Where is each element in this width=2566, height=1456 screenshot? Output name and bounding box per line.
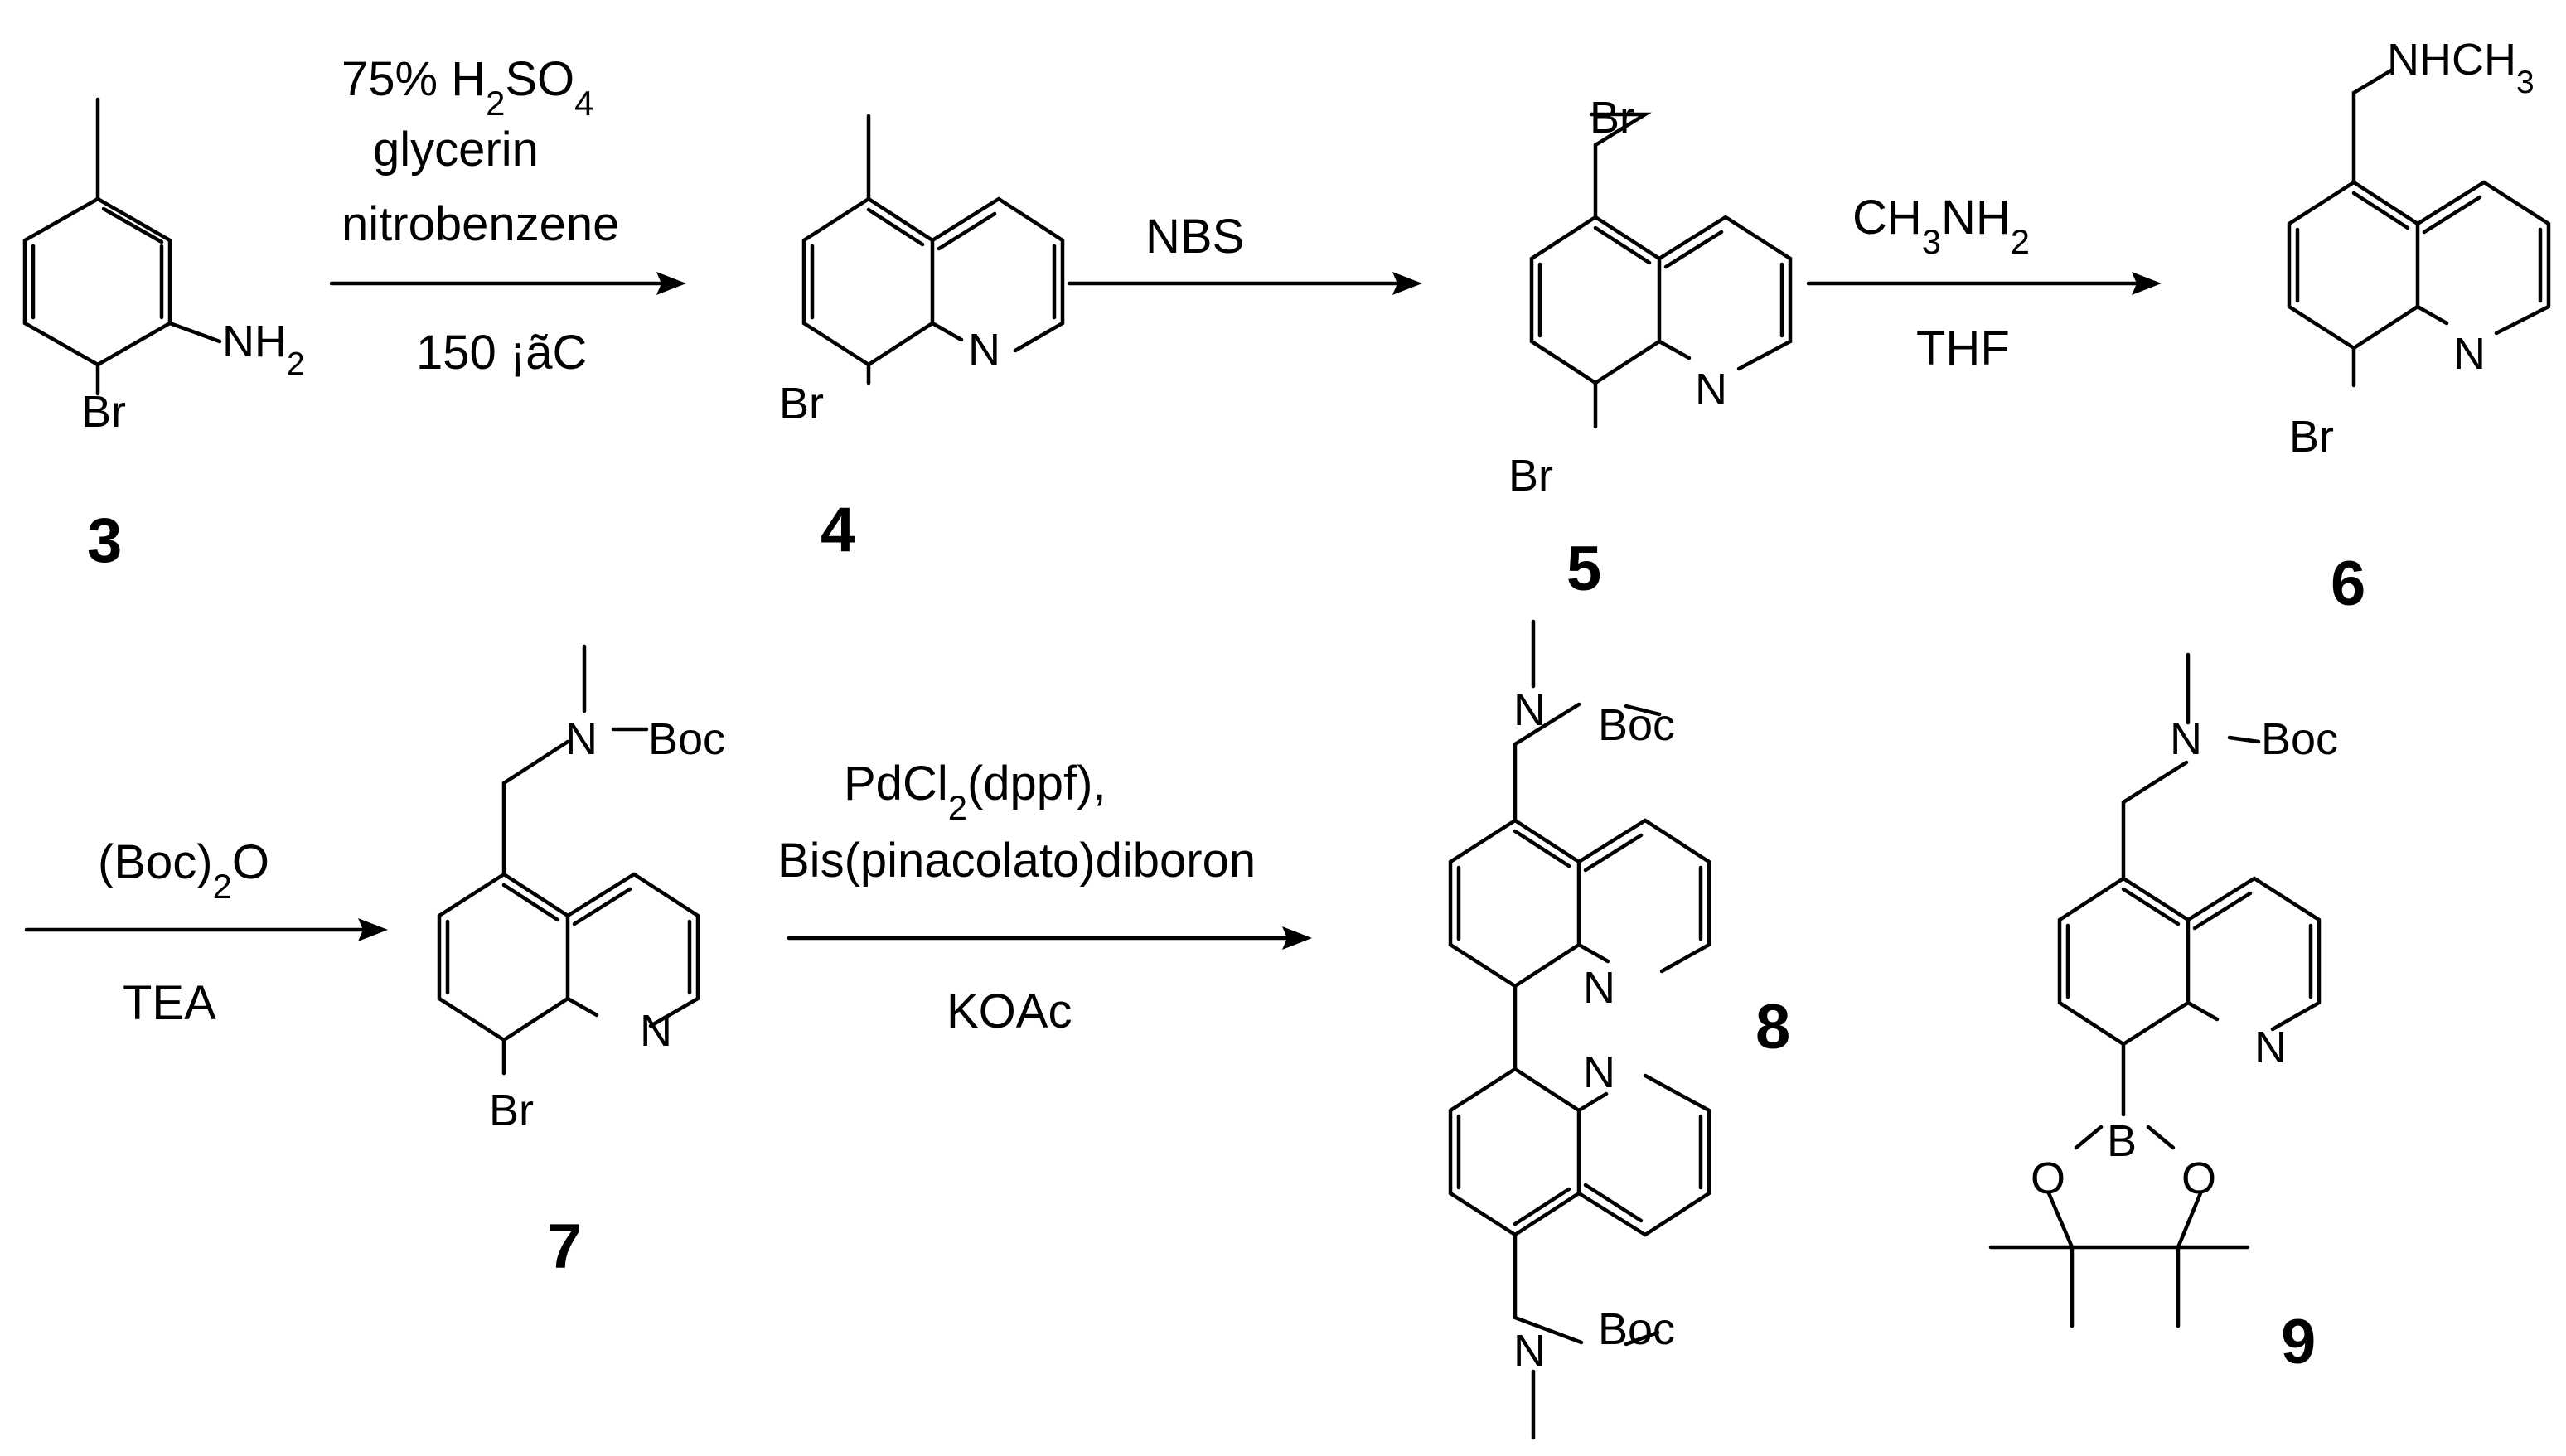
compound-label-3: 3 [87, 505, 122, 576]
reaction-4-condition-boc2o: (Boc)2O [98, 835, 269, 906]
compound-5-atom-n: N [1695, 365, 1727, 414]
compound-3-structure: NH2 Br [22, 97, 305, 437]
compound-4-atom-br: Br [779, 379, 824, 428]
compound-8-atom-n-amine-bottom: N [1513, 1326, 1546, 1376]
compound-3-atom-br: Br [81, 387, 126, 437]
reaction-arrow-7-8 [787, 926, 1312, 950]
compound-label-9: 9 [2281, 1307, 2316, 1377]
reaction-arrow-4-5 [1067, 272, 1422, 295]
compound-9-atom-o-right: O [2181, 1154, 2216, 1203]
reaction-1-condition-temperature: 150 ¡ãC [416, 326, 587, 380]
reaction-arrow-5-6 [1806, 272, 2162, 295]
compound-3-atom-nh2: NH2 [222, 317, 305, 382]
compound-7-atom-n-amine: N [565, 714, 598, 764]
compound-6-atom-nhch3: NHCH3 [2387, 35, 2535, 100]
compound-label-7: 7 [547, 1212, 582, 1282]
compound-4-atom-n: N [968, 325, 1000, 375]
compound-label-4: 4 [821, 495, 855, 565]
compound-4-structure: N Br [779, 114, 1065, 428]
reaction-4-condition-tea: TEA [123, 976, 216, 1030]
compound-7-atom-br: Br [489, 1086, 534, 1135]
compound-5-structure: Br N Br [1508, 93, 1793, 501]
reaction-3-condition-thf: THF [1916, 322, 2010, 375]
compound-8-atom-n-top-ring: N [1583, 963, 1615, 1013]
compound-9-atom-boc: Boc [2261, 714, 2338, 764]
reaction-3-condition-methylamine: CH3NH2 [1852, 191, 2030, 261]
compound-5-atom-br-top: Br [1590, 93, 1634, 143]
reaction-5-condition-catalyst: PdCl2(dppf), [844, 757, 1106, 827]
compound-6-atom-br: Br [2289, 412, 2334, 462]
compound-9-atom-o-left: O [2031, 1154, 2065, 1203]
compound-8-atom-n-bottom-ring: N [1583, 1047, 1615, 1097]
compound-8-atom-boc-top: Boc [1598, 700, 1675, 750]
compound-8-atom-n-amine-top: N [1513, 685, 1546, 735]
reaction-5-condition-base: KOAc [947, 984, 1072, 1038]
compound-label-5: 5 [1566, 534, 1601, 604]
compound-6-atom-n: N [2453, 329, 2486, 379]
compound-9-structure: N Boc N B O O [1988, 652, 2338, 1328]
compound-7-atom-n: N [640, 1006, 672, 1056]
compound-label-8: 8 [1755, 992, 1790, 1062]
compound-7-structure: N Boc N Br [437, 644, 725, 1135]
compound-6-structure: NHCH3 N Br [2287, 35, 2551, 462]
compound-9-atom-n-ring: N [2254, 1023, 2287, 1072]
reaction-arrow-3-4 [329, 272, 686, 295]
reaction-2-condition-nbs: NBS [1145, 210, 1244, 264]
reaction-1-condition-nitrobenzene: nitrobenzene [341, 197, 619, 251]
compound-9-atom-n-amine: N [2170, 714, 2202, 764]
reaction-1-condition-acid: 75% H2SO4 [341, 52, 593, 123]
compound-label-6: 6 [2331, 549, 2365, 619]
compound-8-structure: N Boc N N N Boc [1448, 619, 1711, 1440]
reaction-1-condition-glycerin: glycerin [373, 123, 539, 177]
compound-8-atom-boc-bottom: Boc [1598, 1304, 1675, 1354]
compound-5-atom-br: Br [1508, 451, 1553, 501]
compound-7-atom-boc: Boc [648, 714, 725, 764]
reaction-5-condition-diboron: Bis(pinacolato)diboron [777, 834, 1256, 888]
reaction-arrow-6-7 [24, 918, 388, 941]
compound-9-atom-b: B [2107, 1116, 2137, 1166]
